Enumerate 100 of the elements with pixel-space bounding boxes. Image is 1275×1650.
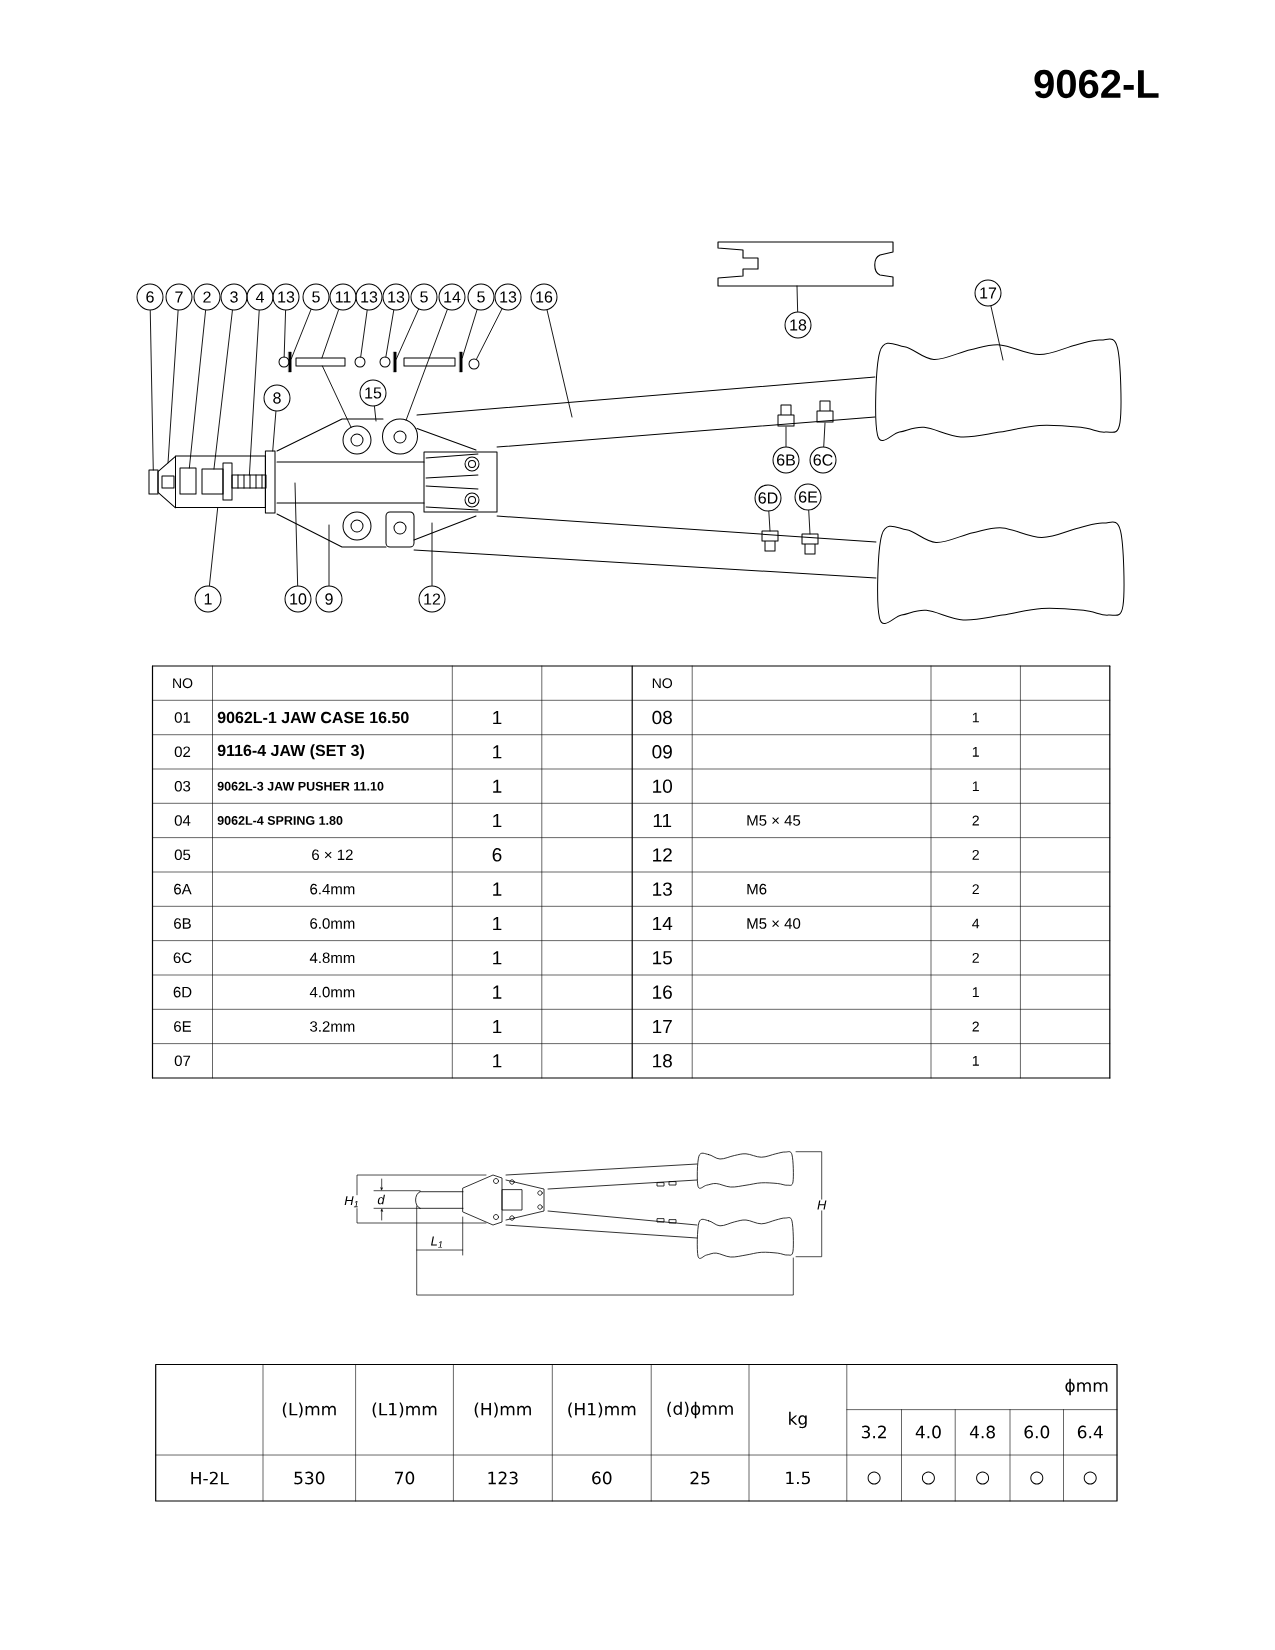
table-entry: 1: [972, 987, 979, 997]
table-entry: (L1)mm: [372, 1402, 437, 1418]
callout-number: 13: [382, 283, 410, 311]
leader-line: [213, 309, 233, 470]
table-entry: 6.0: [1024, 1425, 1050, 1439]
table-entry: (d)ϕmm: [667, 1401, 733, 1419]
leader-line: [290, 309, 312, 360]
leader-line: [990, 305, 1004, 361]
callout-number: 13: [355, 283, 383, 311]
table-entry: 1: [493, 951, 502, 965]
washer-drawing: [393, 351, 397, 373]
nut-drawing: [278, 356, 290, 368]
table-entry: 6C: [173, 952, 192, 964]
table-entry: 04: [174, 815, 191, 826]
table-entry: 1: [972, 781, 979, 792]
table-entry: 9062L-4 SPRING 1.80: [217, 816, 343, 825]
table-entry: 09: [652, 745, 672, 759]
leader-line: [405, 309, 448, 421]
table-entry: (H)mm: [474, 1402, 531, 1418]
table-entry: NO: [173, 678, 193, 689]
table-entry: 4.8: [969, 1425, 995, 1439]
leader-line: [294, 482, 299, 586]
table-entry: 6.4: [1077, 1425, 1103, 1439]
leader-line: [823, 422, 826, 447]
callout-number: 6D: [754, 484, 782, 512]
dimension-label: H: [816, 1199, 828, 1211]
table-entry: 08: [652, 710, 672, 725]
table-entry: 1: [493, 985, 502, 999]
table-entry: 60: [592, 1471, 612, 1485]
table-entry: 6B: [174, 918, 191, 929]
callout-number: 4: [246, 283, 274, 311]
callout-number: 5: [410, 283, 438, 311]
table-entry: ○: [1083, 1471, 1097, 1485]
table-entry: ○: [1030, 1471, 1044, 1485]
table-entry: 1: [493, 711, 502, 725]
table-entry: 11: [653, 814, 672, 828]
table-entry: 6E: [174, 1021, 192, 1032]
table-entry: 25: [690, 1471, 710, 1485]
leader-line: [167, 310, 179, 464]
leader-line: [461, 309, 478, 359]
leader-line: [272, 411, 277, 452]
table-entry: 2: [972, 1021, 979, 1032]
model-number: 9062-L: [1034, 69, 1159, 99]
table-entry: 12: [653, 848, 672, 862]
leader-line: [209, 507, 219, 587]
jaw-case-drawing: [175, 455, 266, 508]
table-entry: 1: [972, 712, 979, 723]
table-entry: 2: [972, 952, 979, 963]
table-entry: kg: [789, 1411, 807, 1429]
dimension-label: H$_{1}$: [343, 1195, 361, 1209]
callout-number: 6B: [772, 446, 800, 474]
callout-number: 6E: [794, 483, 822, 511]
table-entry: 6 × 12: [312, 849, 353, 861]
callout-number: 15: [359, 379, 387, 407]
table-entry: 70: [395, 1471, 415, 1485]
table-entry: 10: [653, 779, 672, 793]
leader-line: [431, 522, 433, 586]
callout-number: 18: [784, 311, 812, 339]
table-entry: 4.0mm: [309, 986, 355, 998]
callout-number: 14: [438, 283, 466, 311]
table-entry: 9116-4 JAW (SET 3): [217, 744, 364, 760]
table-entry: 1: [493, 1020, 502, 1034]
leader-line: [321, 309, 340, 359]
table-entry: 2: [972, 884, 979, 894]
table-entry: 15: [653, 951, 672, 965]
callout-number: 3: [220, 283, 248, 311]
table-entry: 530: [294, 1471, 325, 1485]
jaw-drawing: [179, 467, 197, 495]
table-entry: 1: [493, 814, 502, 828]
callout-number: 17: [974, 279, 1002, 307]
leader-line: [808, 510, 811, 535]
callout-number: 10: [284, 585, 312, 613]
table-entry: 2: [972, 849, 979, 860]
callout-number: 5: [467, 283, 495, 311]
table-entry: M5 × 40: [747, 918, 801, 929]
table-entry: ○: [976, 1471, 990, 1485]
table-entry: 6: [492, 848, 502, 862]
table-entry: 6D: [173, 986, 192, 998]
callout-number: 9: [315, 585, 343, 613]
callout-number: 2: [193, 283, 221, 311]
link-plate-drawing: [382, 418, 418, 455]
table-entry: 1: [493, 882, 502, 896]
flange-drawing: [264, 450, 276, 514]
callout-number: 12: [418, 585, 446, 613]
leader-line: [360, 309, 368, 358]
spring-drawing: [231, 474, 267, 489]
table-entry: 3.2: [861, 1425, 886, 1439]
nut-drawing: [468, 358, 480, 370]
nut-drawing: [354, 356, 366, 368]
leader-line: [248, 310, 260, 476]
table-entry: 6.0mm: [310, 918, 355, 929]
leader-line: [768, 511, 771, 532]
callout-number: 1: [194, 585, 222, 613]
table-entry: 2: [972, 815, 979, 826]
nose-piece-drawing: [157, 455, 176, 509]
table-entry: 1: [493, 917, 502, 931]
callout-number: 5: [302, 283, 330, 311]
table-entry: 1: [972, 747, 979, 757]
table-entry: M6: [747, 883, 767, 895]
callout-number: 6: [136, 283, 164, 311]
